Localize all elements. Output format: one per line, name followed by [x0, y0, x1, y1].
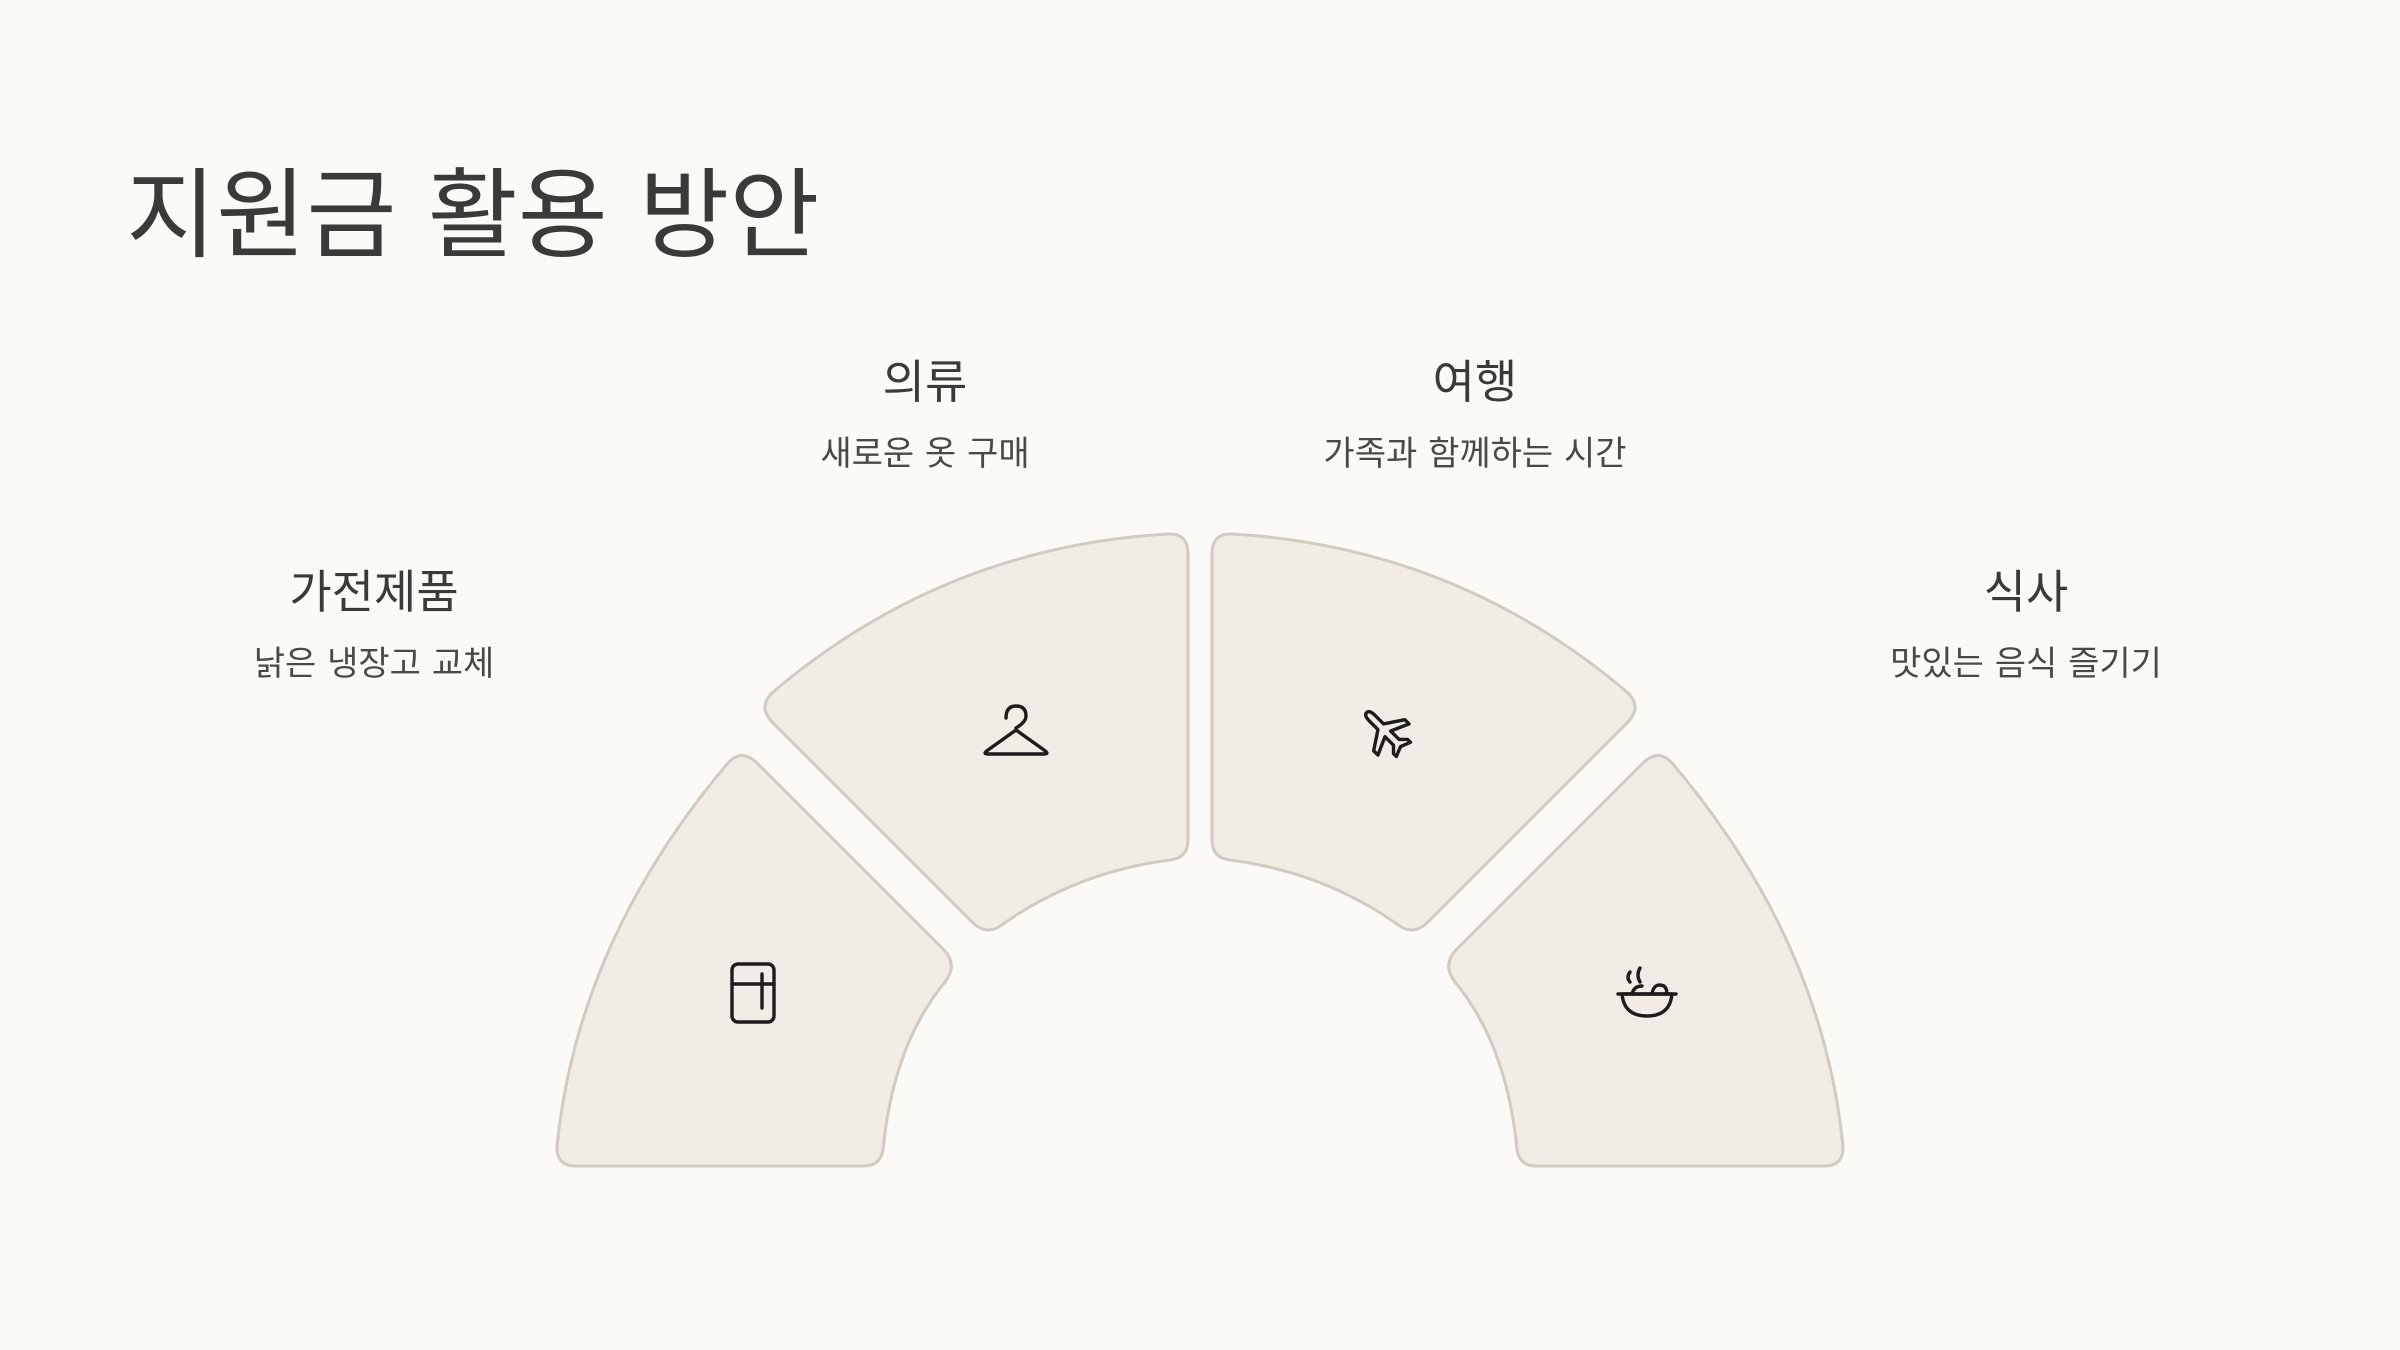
page-title: 지원금 활용 방안	[126, 159, 820, 273]
label-description: 새로운 옷 구매	[820, 434, 1030, 474]
label-description: 맛있는 음식 즐기기	[1890, 644, 2162, 684]
label-travel: 여행 가족과 함께하는 시간	[1235, 354, 1715, 476]
label-appliances: 가전제품 낡은 냉장고 교체	[134, 564, 614, 686]
label-heading: 가전제품	[289, 565, 459, 619]
refrigerator-icon	[730, 962, 776, 1024]
label-dining: 식사 맛있는 음식 즐기기	[1786, 564, 2266, 686]
label-clothing: 의류 새로운 옷 구매	[685, 354, 1165, 476]
label-description: 낡은 냉장고 교체	[253, 644, 495, 684]
clothes-hanger-icon	[983, 704, 1049, 756]
segment-clothing	[763, 532, 1190, 932]
segment-dining	[1447, 754, 1845, 1168]
food-bowl-icon	[1616, 966, 1678, 1018]
label-description: 가족과 함께하는 시간	[1323, 434, 1627, 474]
label-heading: 여행	[1432, 355, 1518, 409]
label-heading: 식사	[1983, 565, 2069, 619]
segment-travel	[1210, 532, 1637, 932]
airplane-icon	[1363, 709, 1413, 759]
label-heading: 의류	[882, 355, 968, 409]
segment-appliances	[555, 754, 953, 1168]
